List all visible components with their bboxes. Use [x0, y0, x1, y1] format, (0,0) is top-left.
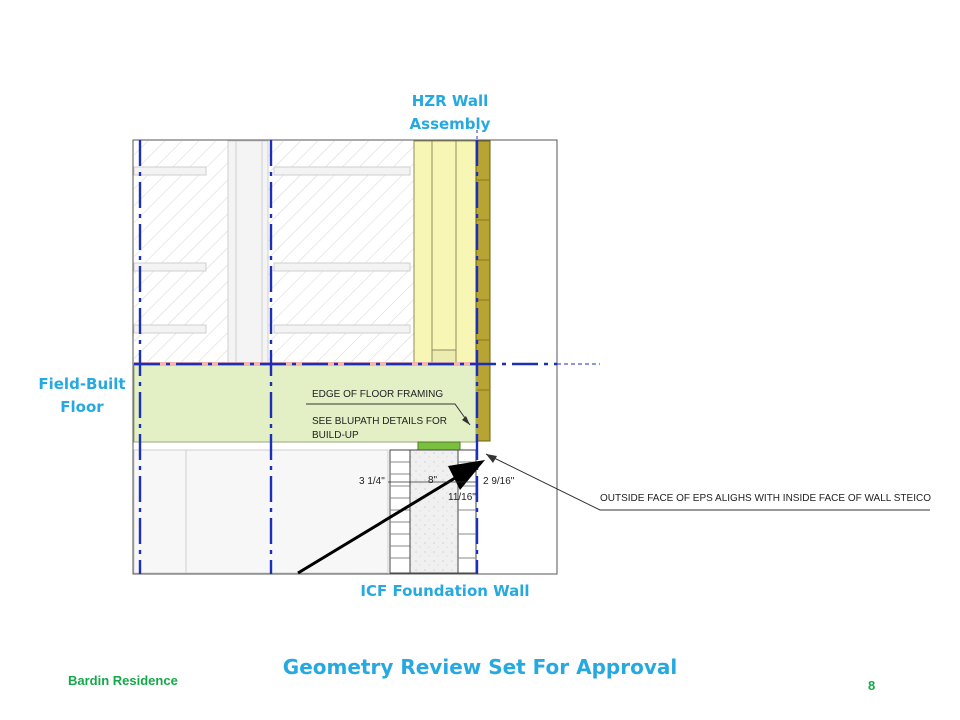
- field-built-floor-label: Field-Built Floor: [22, 373, 142, 419]
- field-built-floor-band: [133, 363, 477, 443]
- footer-page-number: 8: [868, 678, 876, 693]
- icf-foundation-wall-text: ICF Foundation Wall: [360, 582, 530, 600]
- dim-3-1-4: 3 1/4": [359, 476, 385, 487]
- footer-project: Bardin Residence: [68, 673, 178, 688]
- field-built-floor-text: Field-Built Floor: [38, 375, 126, 416]
- dim-11-16: 11/16": [448, 492, 476, 503]
- icf-foundation-wall-label: ICF Foundation Wall: [330, 580, 560, 603]
- sill-plate: [417, 441, 461, 451]
- icf-arrow-head: [448, 460, 485, 490]
- hzr-wall-text: HZR Wall Assembly: [409, 92, 491, 133]
- dim-8: 8": [428, 475, 438, 486]
- note-see-blupath-1: SEE BLUPATH DETAILS FOR: [312, 416, 447, 427]
- note-outside-face: OUTSIDE FACE OF EPS ALIGHS WITH INSIDE F…: [600, 493, 931, 504]
- grid-lines: [134, 140, 557, 574]
- dim-2-9-16: 2 9/16": [483, 476, 515, 487]
- hzr-wall-body: [413, 140, 477, 364]
- hzr-wall-label: HZR Wall Assembly: [380, 90, 520, 136]
- note-see-blupath-2: BUILD-UP: [312, 430, 359, 441]
- basement-space: [133, 449, 389, 574]
- icf-arrow: [297, 470, 466, 575]
- note-edge-of-floor: EDGE OF FLOOR FRAMING: [312, 389, 443, 400]
- footer-title: Geometry Review Set For Approval: [282, 655, 678, 679]
- outside-face-leader: [485, 453, 930, 511]
- blocking-strips: [133, 166, 411, 334]
